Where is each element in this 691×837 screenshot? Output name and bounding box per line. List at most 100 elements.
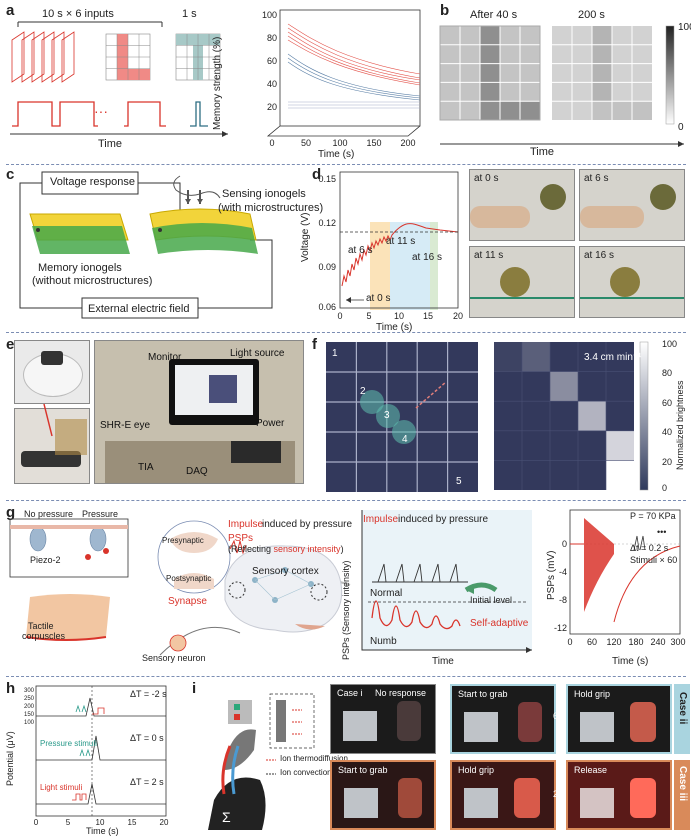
six-seconds-label: 6 s bbox=[553, 711, 566, 721]
ann-at-6s: at 6 s bbox=[348, 245, 373, 256]
photo-case-i: Case i No response bbox=[330, 684, 436, 754]
impulse-label: Impulse bbox=[228, 519, 264, 530]
photo-at-11s: at 11 s bbox=[469, 246, 575, 318]
dt-2-label: ΔT = 2 s bbox=[130, 777, 164, 787]
psp-xtick-240: 240 bbox=[650, 637, 665, 647]
scale-top: 100 bbox=[678, 22, 691, 33]
cbar-40: 40 bbox=[662, 427, 673, 437]
psp-xtick-180: 180 bbox=[628, 637, 643, 647]
photo-eye-device bbox=[14, 408, 90, 484]
stimuli-label: Stimuli × 60 bbox=[630, 555, 678, 565]
cbar-0: 0 bbox=[662, 483, 668, 493]
stacked-input-frames bbox=[11, 31, 75, 83]
dt-label: Δt = 0.2 s bbox=[630, 543, 669, 553]
psp-xtick-0: 0 bbox=[567, 637, 572, 647]
panel-label-f: f bbox=[312, 336, 317, 353]
panel-label-c: c bbox=[6, 166, 15, 183]
photo-at-0s: at 0 s bbox=[469, 169, 575, 241]
photo-case-ii-start: Start to grab bbox=[450, 684, 556, 754]
dt-minus2-label: ΔT = -2 s bbox=[130, 689, 167, 699]
psp-adaptation-chart bbox=[361, 510, 532, 653]
tia-label: TIA bbox=[138, 462, 154, 473]
no-pressure-label: No pressure bbox=[24, 509, 74, 519]
induced-label: induced by pressure bbox=[262, 519, 353, 530]
after-200-label: 200 s bbox=[578, 9, 605, 21]
memory-strength-chart: 20 40 60 80 100 0 50 100 150 200 bbox=[262, 9, 421, 148]
psps-xlabel: Time (s) bbox=[612, 656, 649, 667]
neuro-schematic bbox=[9, 518, 351, 656]
hand-outline bbox=[173, 175, 221, 199]
voltage-ylabel: Voltage (V) bbox=[300, 212, 311, 262]
psp-ytick-12: -12 bbox=[554, 623, 567, 633]
photo-setup bbox=[94, 340, 304, 484]
psps-label: PSPs bbox=[228, 533, 254, 544]
one-second-label: 1 s bbox=[182, 8, 197, 20]
h-ytick-150: 150 bbox=[24, 712, 35, 718]
potential-ylabel: Potential (μV) bbox=[5, 731, 15, 786]
corpuscles-label: corpuscles bbox=[22, 631, 66, 641]
psp-xtick-60: 60 bbox=[587, 637, 597, 647]
pulse-ellipsis: ··· bbox=[94, 103, 108, 119]
memory-ionogels: Memory ionogels bbox=[38, 262, 122, 274]
sensing-ionogels-sub: (with microstructures) bbox=[218, 202, 324, 214]
brightness-heatmap bbox=[494, 341, 649, 491]
pulse-train bbox=[12, 101, 98, 127]
v-ytick-2: 0.12 bbox=[318, 218, 336, 228]
psps-ylabel: PSPs (mV) bbox=[546, 550, 557, 600]
h-xtick-0: 0 bbox=[34, 818, 39, 827]
daq-label: DAQ bbox=[186, 466, 208, 477]
panel-label-i: i bbox=[192, 680, 197, 697]
thermodiffusion-label: Ion thermodiffusion bbox=[280, 754, 348, 763]
cell-3: 3 bbox=[384, 410, 390, 421]
cbar-80: 80 bbox=[662, 368, 673, 378]
memory-xlabel: Time (s) bbox=[318, 149, 355, 160]
inputs-label: 10 s × 6 inputs bbox=[42, 8, 114, 20]
after-40-label: After 40 s bbox=[470, 9, 518, 21]
light-source-label: Light source bbox=[230, 348, 285, 359]
ann-at-16s: at 16 s bbox=[412, 252, 443, 263]
self-adaptive-trace bbox=[371, 600, 461, 630]
v-ytick-0: 0.06 bbox=[318, 302, 336, 312]
cell-2: 2 bbox=[360, 386, 366, 397]
photo-at-16s: at 16 s bbox=[579, 246, 685, 318]
power-label: Power bbox=[256, 418, 285, 429]
dt-0-label: ΔT = 0 s bbox=[130, 733, 164, 743]
cbar-20: 20 bbox=[662, 457, 673, 467]
v-xtick-5: 5 bbox=[366, 311, 371, 321]
h-ytick-250: 250 bbox=[24, 696, 35, 702]
h-xtick-5: 5 bbox=[66, 818, 71, 827]
numb-label: Numb bbox=[370, 636, 397, 647]
panel-a-schematic bbox=[10, 21, 228, 137]
svg-text:Σ: Σ bbox=[222, 809, 231, 825]
cell-5: 5 bbox=[456, 476, 462, 487]
sensory-cortex-label: Sensory cortex bbox=[252, 566, 319, 577]
gray-flat-band bbox=[288, 101, 420, 109]
h-xtick-15: 15 bbox=[128, 818, 137, 827]
memory-ylabel: Memory strength (%) bbox=[212, 36, 223, 130]
moving-light-grid: 1 2 3 4 5 bbox=[326, 342, 478, 492]
pressure-label: Pressure bbox=[82, 509, 119, 519]
scale-bottom: 0 bbox=[678, 122, 684, 133]
separator bbox=[6, 676, 686, 677]
sensory-neuron-label: Sensory neuron bbox=[142, 653, 206, 663]
panel-label-a: a bbox=[6, 2, 15, 19]
ytick-80: 80 bbox=[267, 33, 277, 43]
chart-induced-label: induced by pressure bbox=[398, 514, 489, 525]
voltage-response: Voltage response bbox=[50, 176, 136, 188]
voltage-time-chart: 0.06 0.09 0.12 0.15 0 5 10 15 20 bbox=[318, 171, 463, 321]
postsynaptic-label: Postsynaptic bbox=[166, 574, 212, 583]
sensing-ionogels: Sensing ionogels bbox=[222, 188, 306, 200]
tactile-label: Tactile bbox=[28, 621, 54, 631]
photo-case-iii-release: Release bbox=[566, 760, 672, 830]
shr-eye-label: SHR-E eye bbox=[100, 420, 151, 431]
panel-b-time-label: Time bbox=[530, 146, 555, 158]
ytick-40: 40 bbox=[267, 79, 277, 89]
ann-at-0s: at 0 s bbox=[366, 293, 391, 304]
v-xtick-20: 20 bbox=[453, 311, 463, 321]
photo-case-iii-hold: Hold grip bbox=[450, 760, 556, 830]
potential-traces-chart: 0 5 10 15 20 300 250 200 150 100 bbox=[24, 685, 169, 827]
memory-grid-images bbox=[439, 25, 675, 125]
ytick-20: 20 bbox=[267, 102, 277, 112]
cell-1: 1 bbox=[332, 348, 338, 359]
input-pattern-grid bbox=[105, 33, 151, 81]
